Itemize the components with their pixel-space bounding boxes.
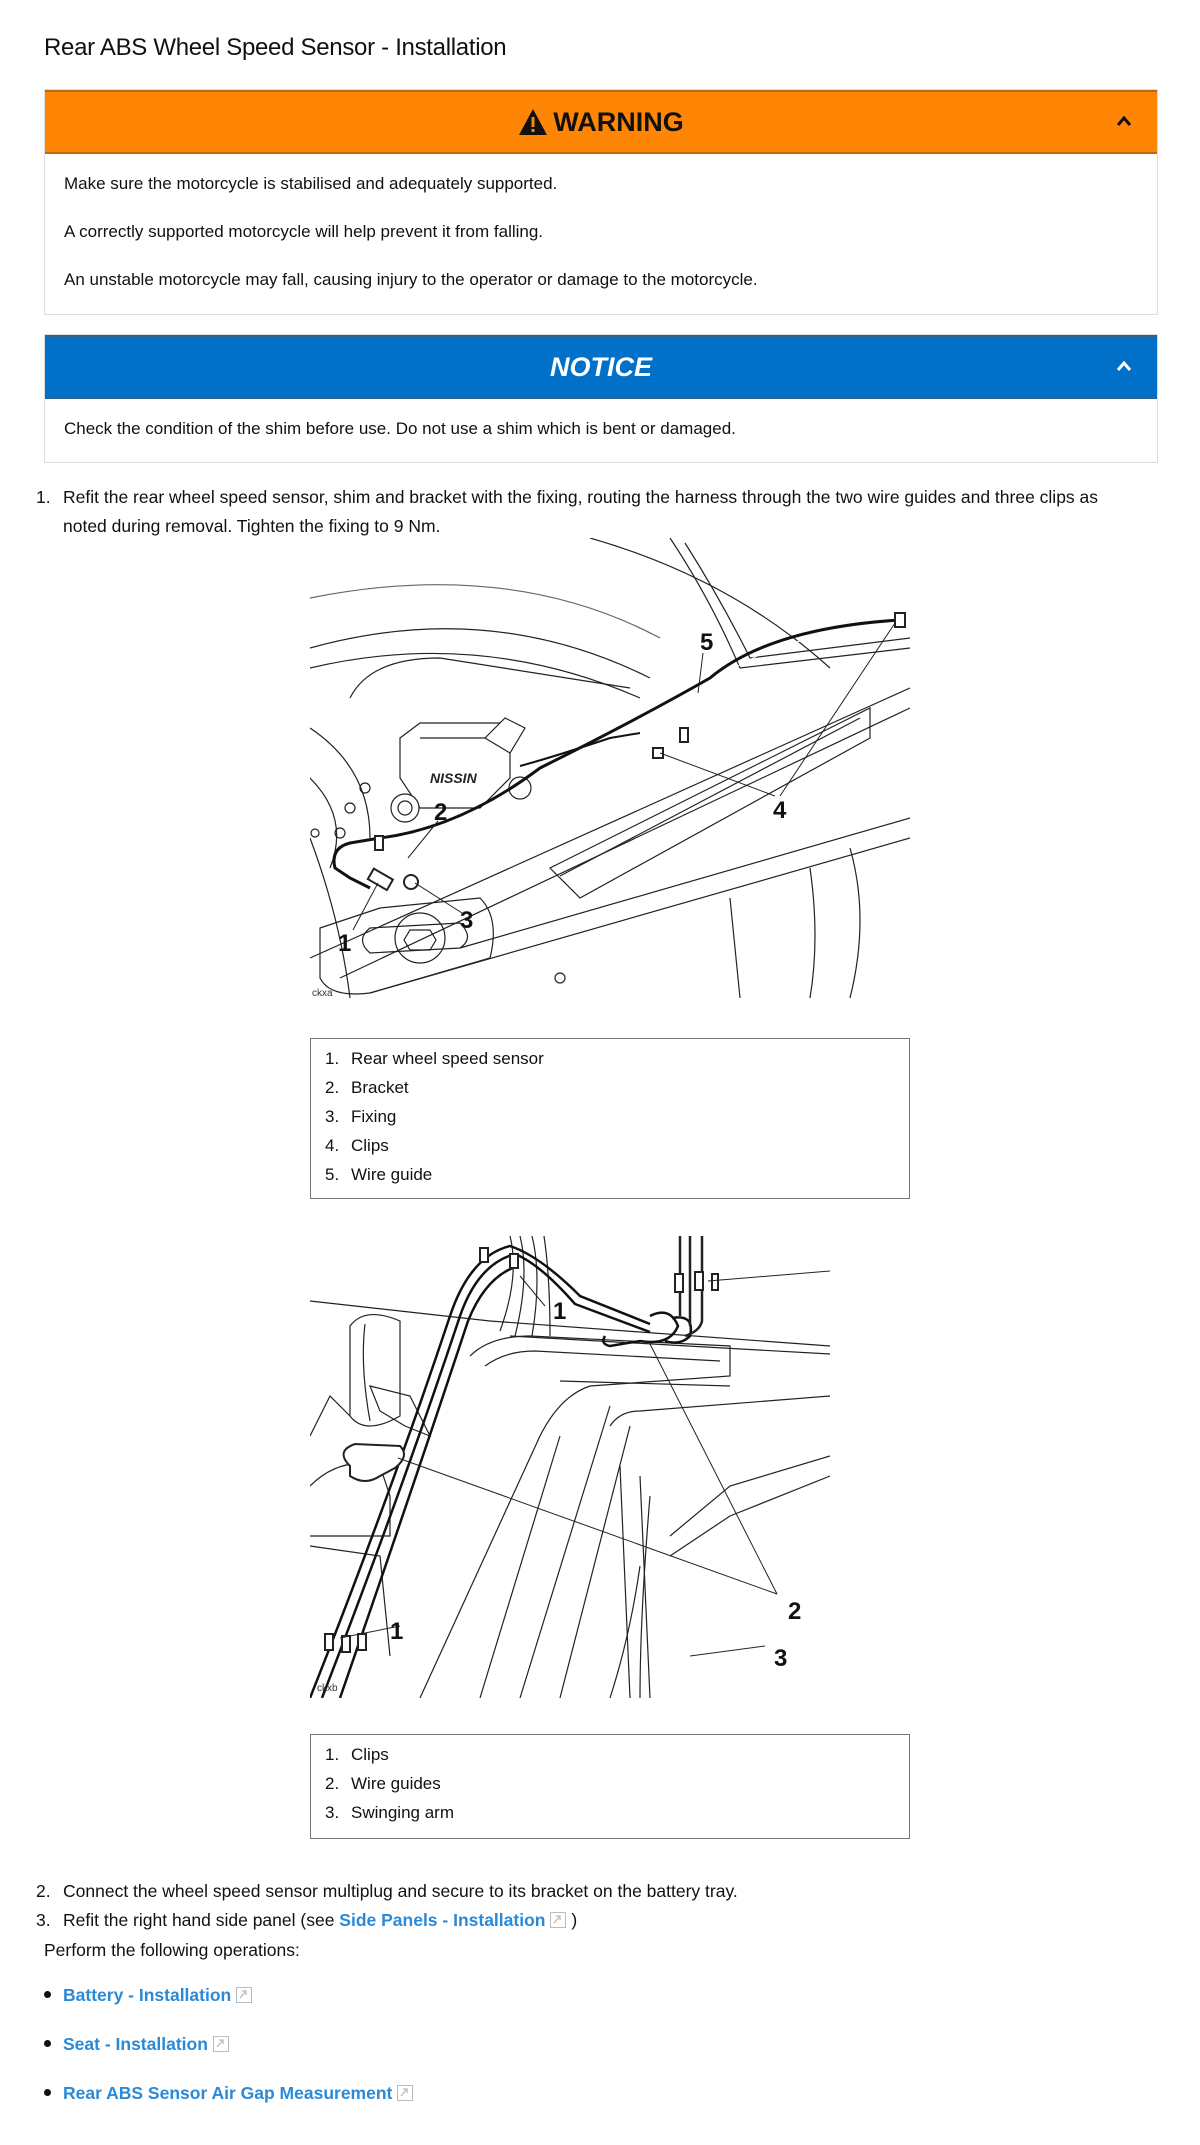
swinging-arm [419, 1335, 830, 1698]
legend-item: 4.Clips [325, 1136, 389, 1155]
legend-item: 3.Fixing [325, 1107, 397, 1126]
callout-3: 3 [460, 907, 473, 934]
warning-triangle-icon [519, 109, 548, 135]
figure-1-illustration: NISSIN 5 4 2 3 1 ckxa [310, 538, 910, 999]
bullet-icon [44, 2040, 51, 2047]
external-link-icon[interactable] [550, 1912, 567, 1928]
step-text: Refit the rear wheel speed sensor, shim … [63, 487, 1099, 507]
legend-item: 1.Rear wheel speed sensor [325, 1049, 544, 1068]
figure-code: ckxa [312, 988, 333, 999]
clips-and-guides [324, 1247, 719, 1653]
callout-2: 2 [434, 799, 447, 826]
warning-text: Make sure the motorcycle is stabilised a… [64, 174, 558, 193]
notice-header[interactable]: NOTICE [45, 335, 1157, 399]
figure-1-legend: 1.Rear wheel speed sensor 2.Bracket 3.Fi… [310, 1038, 910, 1199]
operation-item: Seat - Installation [44, 2034, 229, 2055]
battery-installation-link[interactable]: Battery - Installation [63, 1985, 232, 2005]
caliper-brand-text: NISSIN [430, 770, 478, 786]
legend-item: 3.Swinging arm [325, 1803, 454, 1822]
callout-leaders [352, 622, 896, 931]
external-link-icon[interactable] [212, 2036, 229, 2052]
callout-2: 2 [788, 1598, 801, 1625]
chevron-up-icon[interactable] [1113, 110, 1135, 132]
warning-text: An unstable motorcycle may fall, causing… [64, 270, 758, 289]
operation-item: Battery - Installation [44, 1985, 253, 2006]
step-2: 2. Connect the wheel speed sensor multip… [0, 1877, 1200, 1906]
bullet-icon [44, 2089, 51, 2096]
step-number: 1. [36, 487, 51, 507]
warning-header[interactable]: WARNING [45, 90, 1157, 154]
operations-intro: Perform the following operations: [44, 1940, 300, 1960]
legend-item: 2.Wire guides [325, 1774, 441, 1793]
brake-caliper: NISSIN [310, 717, 566, 984]
tyre-outline [310, 1236, 830, 1355]
warning-label: WARNING [553, 106, 684, 137]
notice-text: Check the condition of the shim before u… [64, 419, 736, 438]
step-3: 3. Refit the right hand side panel (see … [0, 1906, 1200, 1935]
page-title: Rear ABS Wheel Speed Sensor - Installati… [44, 34, 507, 61]
callout-4: 4 [773, 797, 787, 824]
harness-wires [310, 1236, 704, 1698]
step-text: noted during removal. Tighten the fixing… [63, 516, 441, 536]
callout-leaders [339, 1270, 830, 1657]
callout-3: 3 [774, 1645, 787, 1672]
chevron-up-icon[interactable] [1113, 355, 1135, 377]
figure-2-illustration: 1 1 1 2 3 ckxb [310, 1236, 830, 1698]
step-1: 1. Refit the rear wheel speed sensor, sh… [0, 483, 1200, 543]
callout-5: 5 [700, 629, 713, 656]
callout-1: 1 [390, 1618, 403, 1645]
figure-2-legend: 1.Clips 2.Wire guides 3.Swinging arm [310, 1734, 910, 1839]
chain-guard [349, 538, 910, 699]
swinging-arm [310, 687, 910, 995]
legend-item: 2.Bracket [325, 1078, 409, 1097]
step-number: 3. [36, 1910, 51, 1930]
step-number: 2. [36, 1881, 51, 1901]
legend-item: 5.Wire guide [325, 1165, 433, 1184]
notice-panel: NOTICE Check the condition of the shim b… [44, 334, 1158, 463]
figure-code: ckxb [317, 1683, 338, 1694]
operation-item: Rear ABS Sensor Air Gap Measurement [44, 2083, 414, 2104]
side-panels-installation-link[interactable]: Side Panels - Installation [339, 1910, 546, 1930]
callout-1: 1 [338, 930, 351, 957]
step-text: Refit the right hand side panel (see Sid… [63, 1910, 578, 1930]
warning-panel: WARNING Make sure the motorcycle is stab… [44, 89, 1158, 315]
sensor-harness [332, 618, 901, 890]
bullet-icon [44, 1991, 51, 1998]
seat-installation-link[interactable]: Seat - Installation [63, 2034, 208, 2054]
notice-label: NOTICE [549, 351, 652, 382]
warning-text: A correctly supported motorcycle will he… [64, 222, 544, 241]
external-link-icon[interactable] [236, 1987, 253, 2003]
air-gap-measurement-link[interactable]: Rear ABS Sensor Air Gap Measurement [63, 2083, 393, 2103]
external-link-icon[interactable] [397, 2085, 414, 2101]
callout-1: 1 [553, 1298, 566, 1325]
legend-item: 1.Clips [325, 1745, 389, 1764]
wheel-outline [310, 538, 861, 999]
clips [366, 612, 906, 892]
step-text: Connect the wheel speed sensor multiplug… [63, 1881, 738, 1901]
